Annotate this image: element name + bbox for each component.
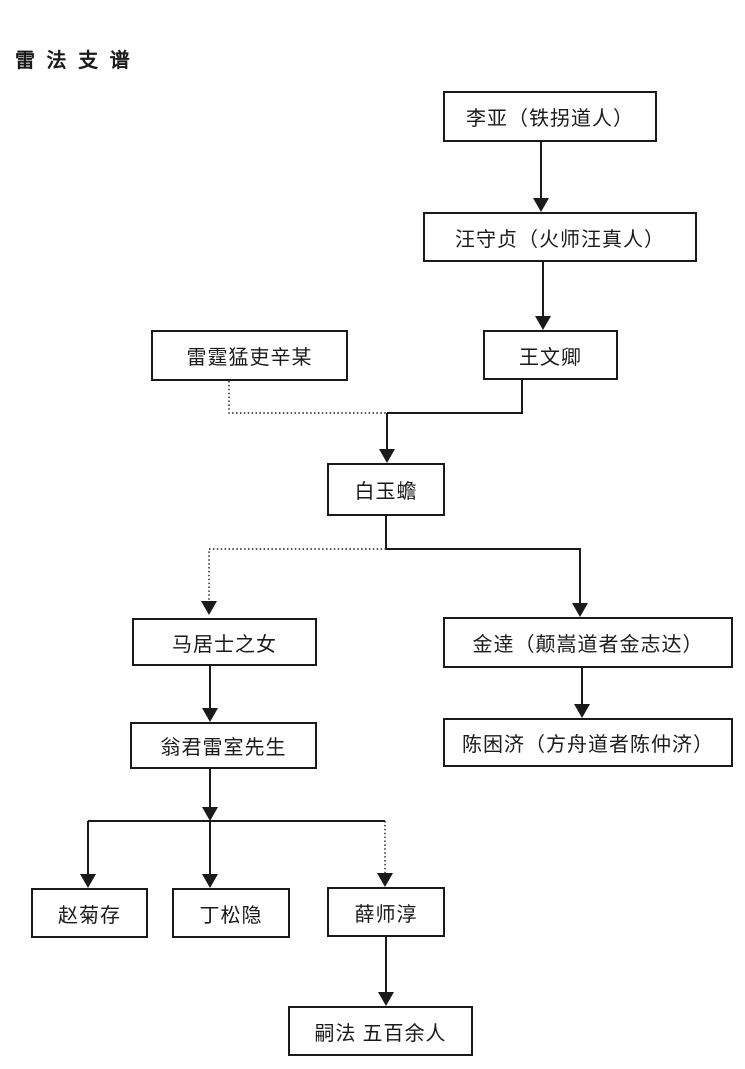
node-liya: 李亚（铁拐道人） [443,91,657,142]
node-sifa: 嗣法 五百余人 [288,1006,473,1056]
arrowhead [202,874,218,888]
arrowhead [377,873,393,887]
node-majushi: 马居士之女 [132,618,317,666]
page-title: 雷 法 支 谱 [15,50,133,72]
arrowhead [202,807,218,821]
node-xinmou: 雷霆猛吏辛某 [151,330,348,381]
edge-baiyuchan-majushi [208,548,386,601]
node-jinda: 金逹（颠嵩道者金志达） [443,617,733,668]
node-wangshouzhen: 汪守贞（火师汪真人） [423,212,697,262]
arrowhead [379,449,395,463]
arrowhead [201,601,217,615]
node-baiyuchan: 白玉蟾 [327,463,445,516]
arrowhead [535,316,551,330]
node-xueshichun: 薛师淳 [327,887,445,937]
arrowhead [202,708,218,722]
node-wengjun: 翁君雷室先生 [130,722,317,769]
arrowhead [533,198,549,212]
edge-xinmou-junction [228,381,386,414]
arrowhead [80,874,96,888]
node-dingsongyin: 丁松隐 [172,888,290,938]
arrowhead [572,603,588,617]
node-chenkunji: 陈困济（方舟道者陈仲济） [443,718,733,767]
node-zhaojucun: 赵菊存 [31,888,148,938]
arrowhead [378,992,394,1006]
node-wangwenqing: 王文卿 [483,330,618,380]
edge-wangwenqing-junction [387,380,523,414]
arrowhead [574,704,590,718]
edge-baiyuchan-jinda [386,548,581,604]
